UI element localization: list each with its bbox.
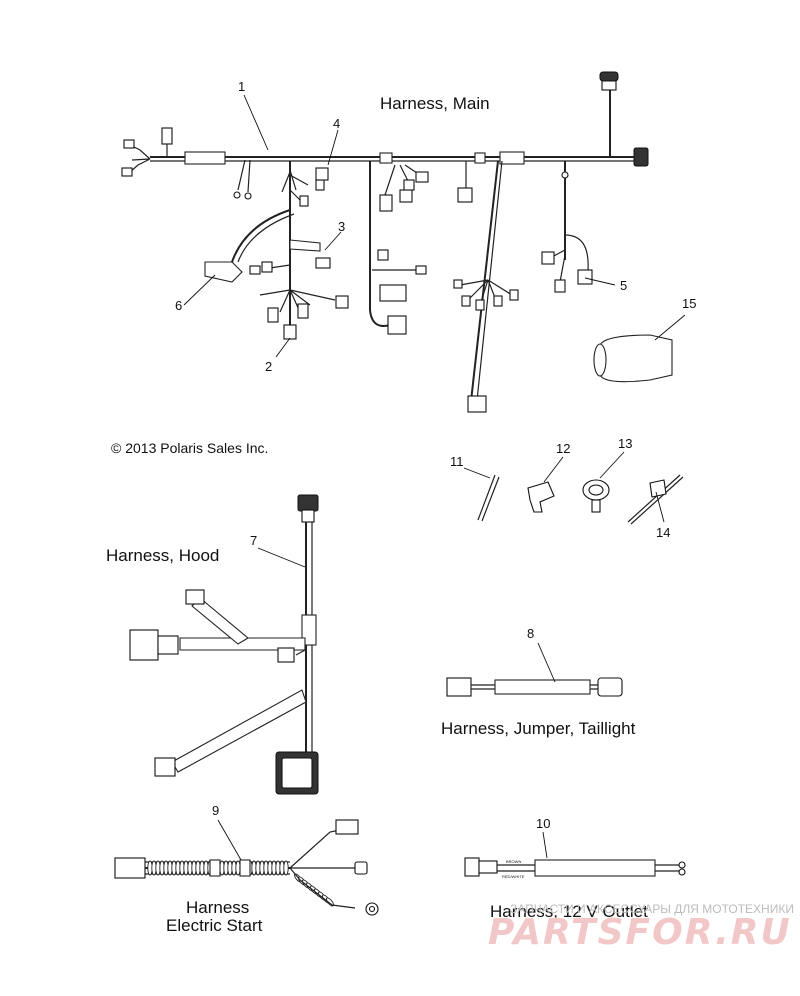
callout-13: 13 — [618, 436, 632, 451]
sleeve-15 — [593, 334, 673, 383]
callout-14: 14 — [656, 525, 670, 540]
watermark-caption: ЗАПЧАСТИ И АКСЕССУАРЫ ДЛЯ МОТОТЕХНИКИ — [510, 902, 794, 916]
copyright-notice: © 2013 Polaris Sales Inc. — [111, 440, 268, 456]
title-electric-start-line2: Electric Start — [166, 916, 263, 935]
wire-label-brown: BROWN — [506, 859, 521, 864]
title-electric-start-line1: Harness — [186, 898, 249, 917]
callout-6: 6 — [175, 298, 182, 313]
electric-start-harness — [114, 819, 379, 916]
callout-10: 10 — [536, 816, 550, 831]
harness-titles: Harness, Main Harness, Hood Harness, Jum… — [106, 94, 648, 935]
jumper-harness — [446, 677, 623, 697]
title-main-harness: Harness, Main — [380, 94, 490, 113]
title-outlet-harness: Harness, 12 V Outlet — [490, 902, 648, 921]
callout-2: 2 — [265, 359, 272, 374]
title-jumper-harness: Harness, Jumper, Taillight — [441, 719, 636, 738]
watermark: ЗАПЧАСТИ И АКСЕССУАРЫ ДЛЯ МОТОТЕХНИКИ PA… — [488, 902, 794, 953]
callout-numbers: 1 2 3 4 5 6 7 8 9 10 11 12 13 14 15 — [175, 79, 696, 831]
callout-5: 5 — [620, 278, 627, 293]
outlet-harness: BROWN RED/WHITE — [464, 857, 686, 879]
callout-9: 9 — [212, 803, 219, 818]
clamp-13 — [582, 479, 610, 513]
callout-1: 1 — [238, 79, 245, 94]
callout-7: 7 — [250, 533, 257, 548]
tie-mount-14 — [627, 474, 684, 525]
callout-15: 15 — [682, 296, 696, 311]
callout-11: 11 — [450, 454, 464, 469]
coil-rib — [325, 897, 335, 907]
main-harness — [121, 71, 649, 413]
wire-label-red-white: RED/WHITE — [502, 874, 525, 879]
loom-rib — [283, 860, 289, 876]
watermark-logo: PARTSFOR.RU — [488, 912, 792, 953]
callout-12: 12 — [556, 441, 570, 456]
clip-12 — [527, 481, 555, 513]
title-hood-harness: Harness, Hood — [106, 546, 219, 565]
cable-tie-11 — [477, 474, 500, 522]
callout-4: 4 — [333, 116, 340, 131]
leader-lines — [183, 94, 686, 861]
callout-3: 3 — [338, 219, 345, 234]
hood-harness — [129, 494, 319, 795]
callout-8: 8 — [527, 626, 534, 641]
